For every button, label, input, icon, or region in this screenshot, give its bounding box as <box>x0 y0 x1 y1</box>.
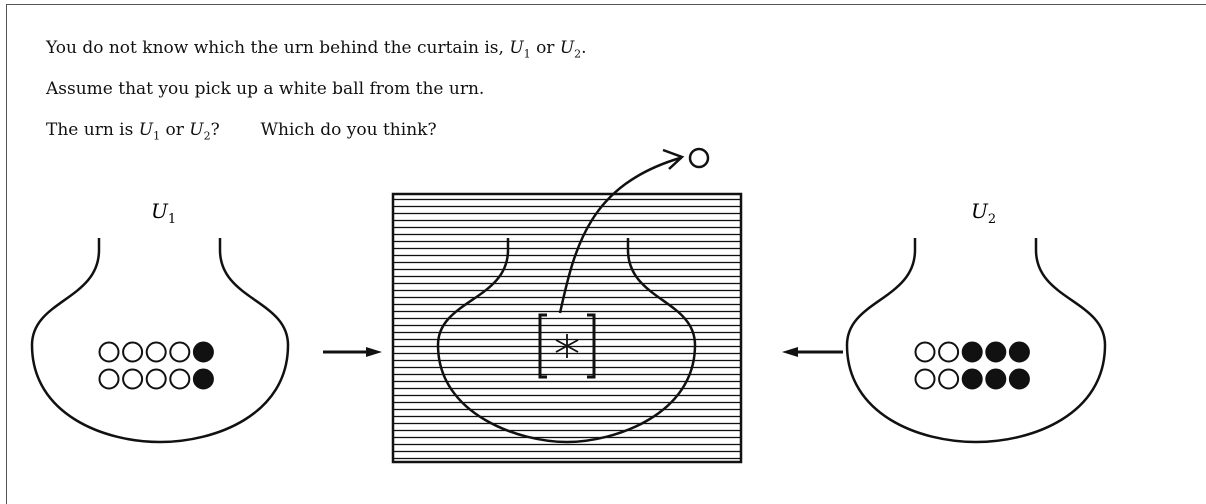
black-ball <box>985 341 1007 363</box>
urn-u1-balls <box>98 341 214 390</box>
intro-sentence: You do not know which the urn behind the… <box>46 38 587 61</box>
black-ball <box>1008 341 1030 363</box>
curtain <box>391 192 743 464</box>
white-ball <box>145 341 167 363</box>
white-ball <box>122 368 144 390</box>
figure-frame <box>6 4 1206 504</box>
white-ball <box>98 368 120 390</box>
black-ball <box>192 341 214 363</box>
black-ball <box>961 341 983 363</box>
white-ball <box>914 341 936 363</box>
black-ball <box>985 368 1007 390</box>
urn-u2-outline <box>845 238 1107 444</box>
white-ball <box>122 341 144 363</box>
arrow-from-u2 <box>782 347 843 357</box>
black-ball <box>192 368 214 390</box>
black-ball <box>961 368 983 390</box>
black-ball <box>1008 368 1030 390</box>
urn-u2-label: U2 <box>971 199 996 227</box>
urn-u2: U2 <box>845 199 1107 444</box>
assumption-sentence: Assume that you pick up a white ball fro… <box>46 79 485 99</box>
white-ball <box>169 368 191 390</box>
hidden-urn-outline <box>436 238 697 444</box>
urn-u2-balls <box>914 341 1030 390</box>
hidden-content-brackets <box>538 313 596 379</box>
arrow-from-u1 <box>323 347 382 357</box>
white-ball <box>145 368 167 390</box>
question-sentence: The urn is U1 or U2? Which do you think? <box>46 120 437 143</box>
drawn-white-ball <box>688 147 710 169</box>
hidden-mark <box>555 334 579 358</box>
draw-arrow <box>558 147 710 314</box>
white-ball <box>914 368 936 390</box>
white-ball <box>169 341 191 363</box>
urn-u1: U1 <box>30 199 290 444</box>
urn-u1-label: U1 <box>151 199 176 227</box>
white-ball <box>938 368 960 390</box>
white-ball <box>938 341 960 363</box>
urn-diagram: U1 U2 <box>30 147 1107 464</box>
white-ball <box>98 341 120 363</box>
urn-u1-outline <box>30 238 290 444</box>
